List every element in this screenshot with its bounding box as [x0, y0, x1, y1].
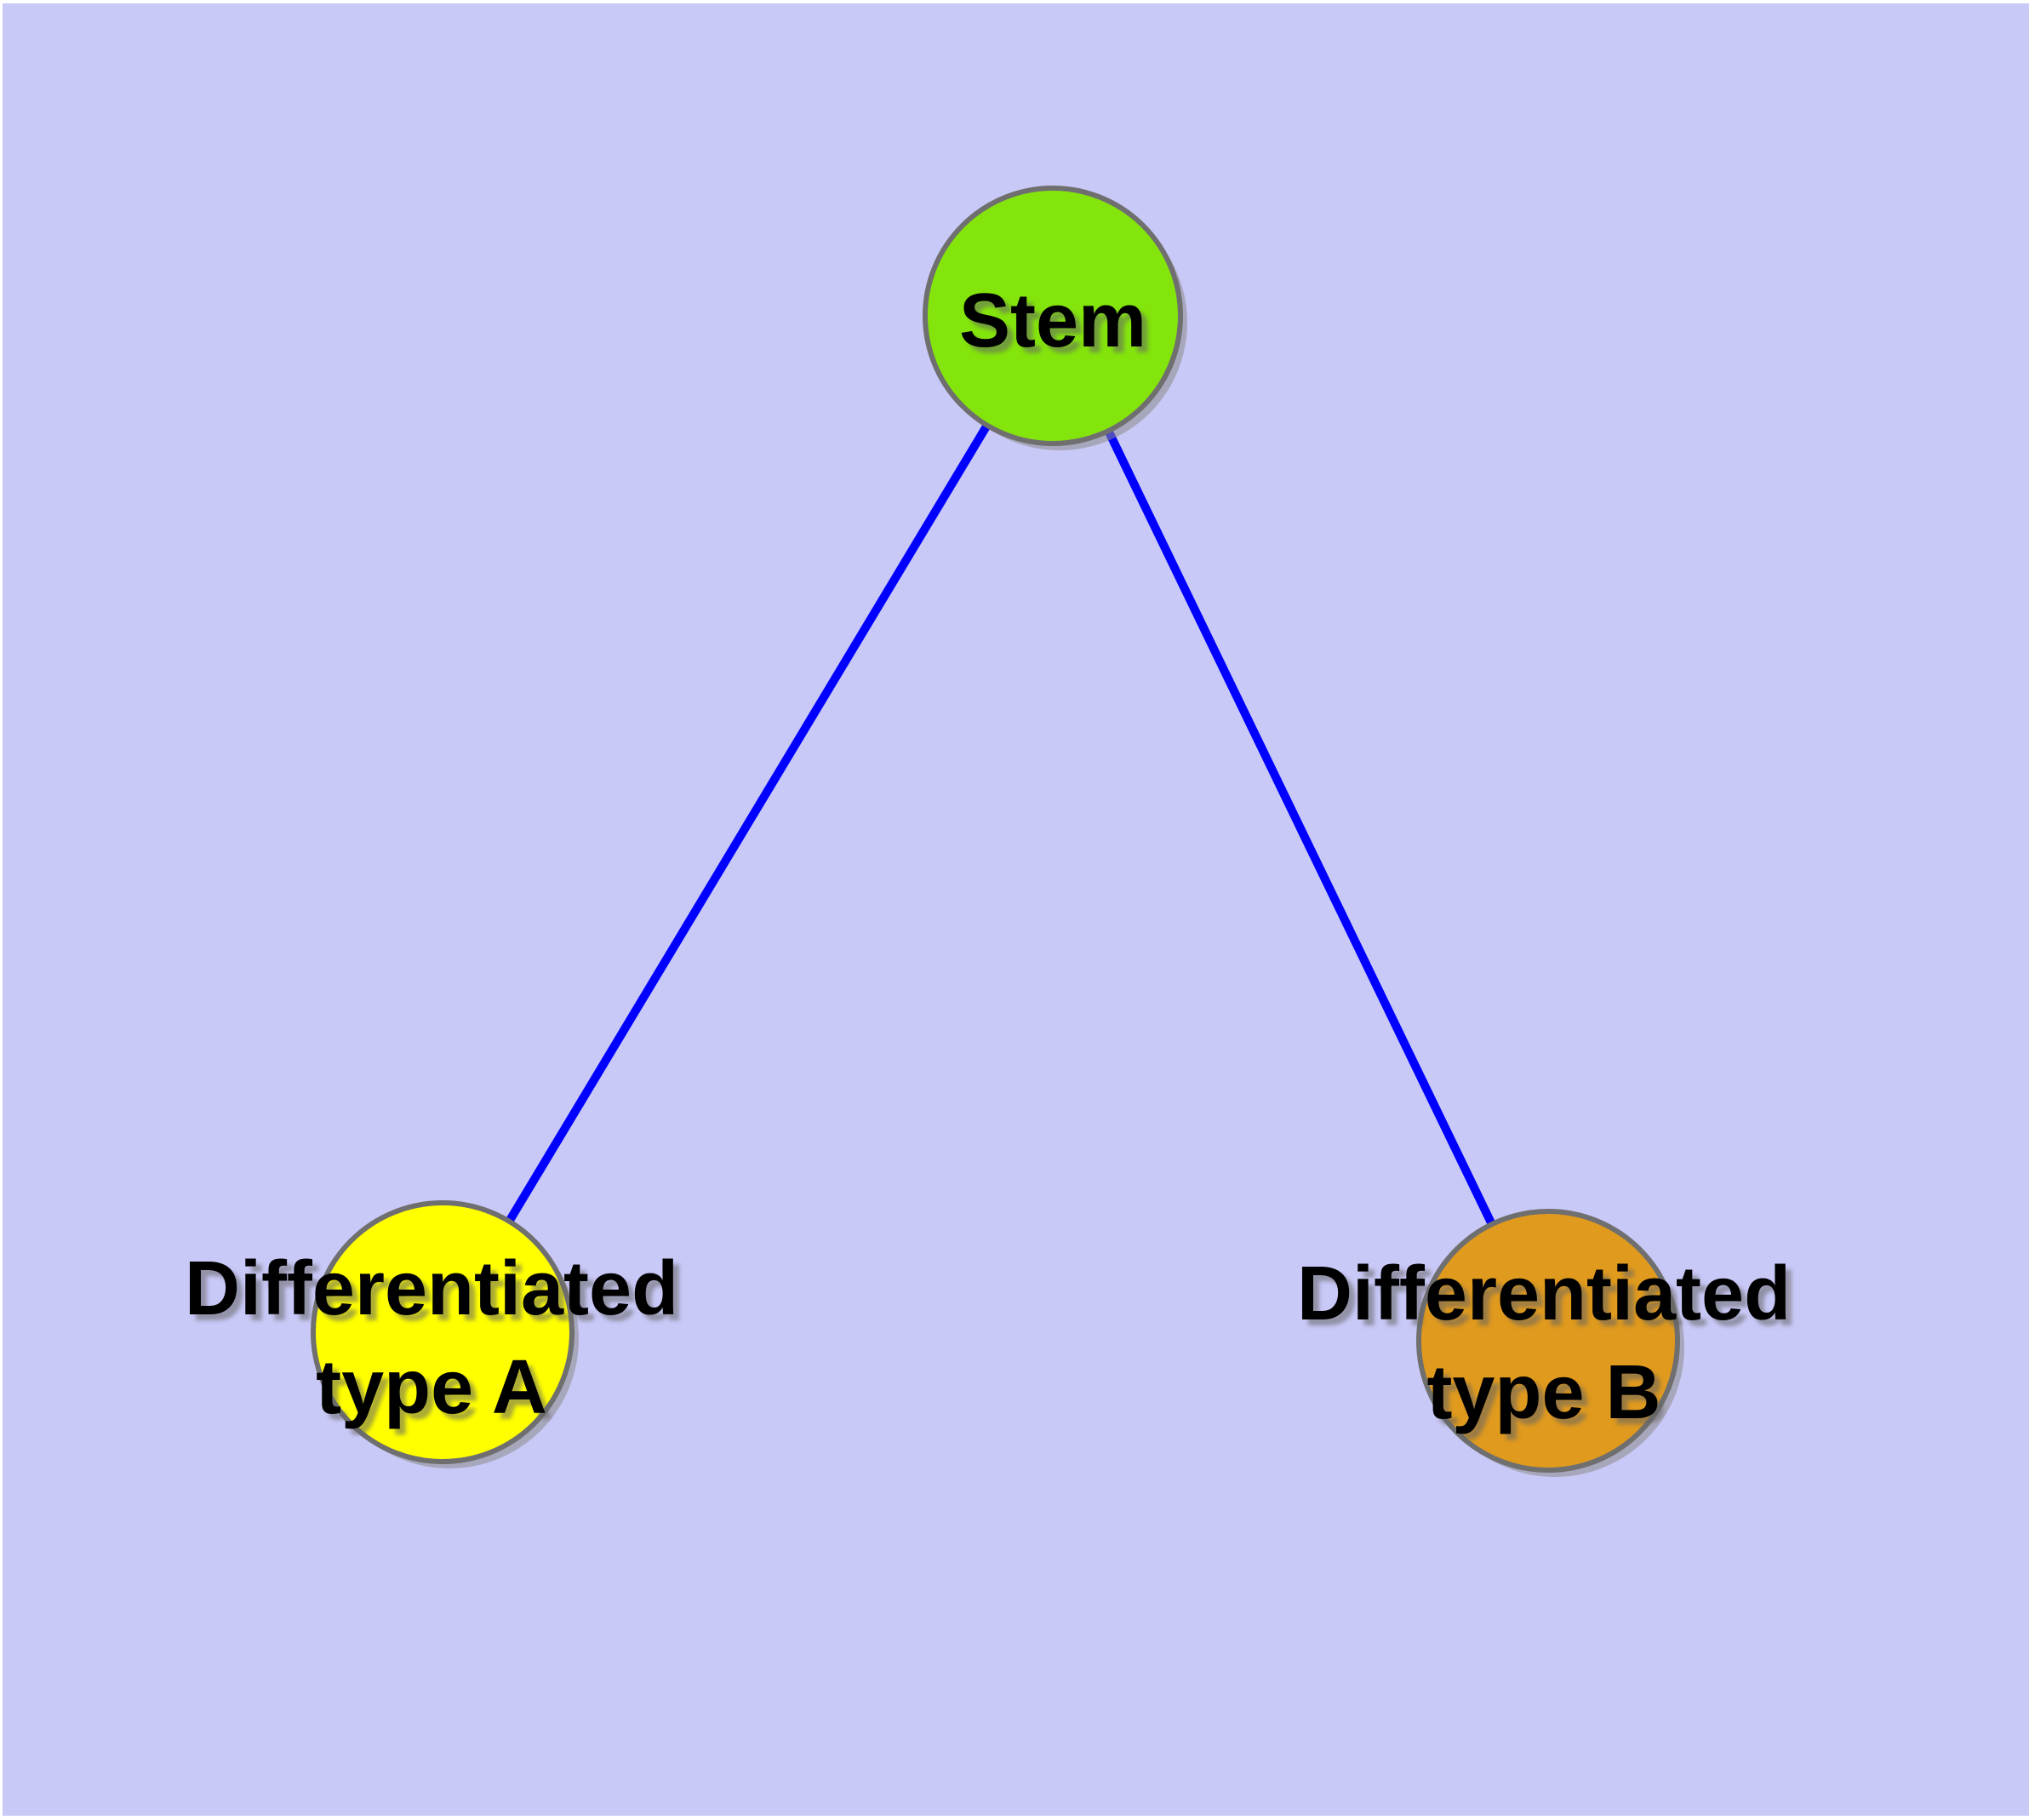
edge-stem-to-type-b	[1049, 313, 1552, 1343]
node-type-b	[1416, 1209, 1684, 1477]
node-type-b-circle	[1416, 1209, 1680, 1473]
node-type-a-label-line2: type A	[316, 1345, 547, 1430]
node-type-b-label-line1: Differentiated	[1296, 1251, 1792, 1336]
node-type-a-label: Differentiated type A	[185, 1239, 678, 1437]
node-stem	[923, 186, 1187, 450]
node-type-a-label-line1: Differentiated	[184, 1246, 679, 1331]
node-stem-circle	[923, 186, 1183, 446]
node-type-a	[311, 1200, 579, 1468]
node-type-b-label: Differentiated type B	[1297, 1245, 1791, 1442]
node-type-b-label-line2: type B	[1426, 1350, 1661, 1435]
node-type-a-circle	[311, 1200, 574, 1464]
node-stem-label: Stem	[958, 278, 1147, 363]
edge-stem-to-type-a	[438, 313, 1057, 1335]
